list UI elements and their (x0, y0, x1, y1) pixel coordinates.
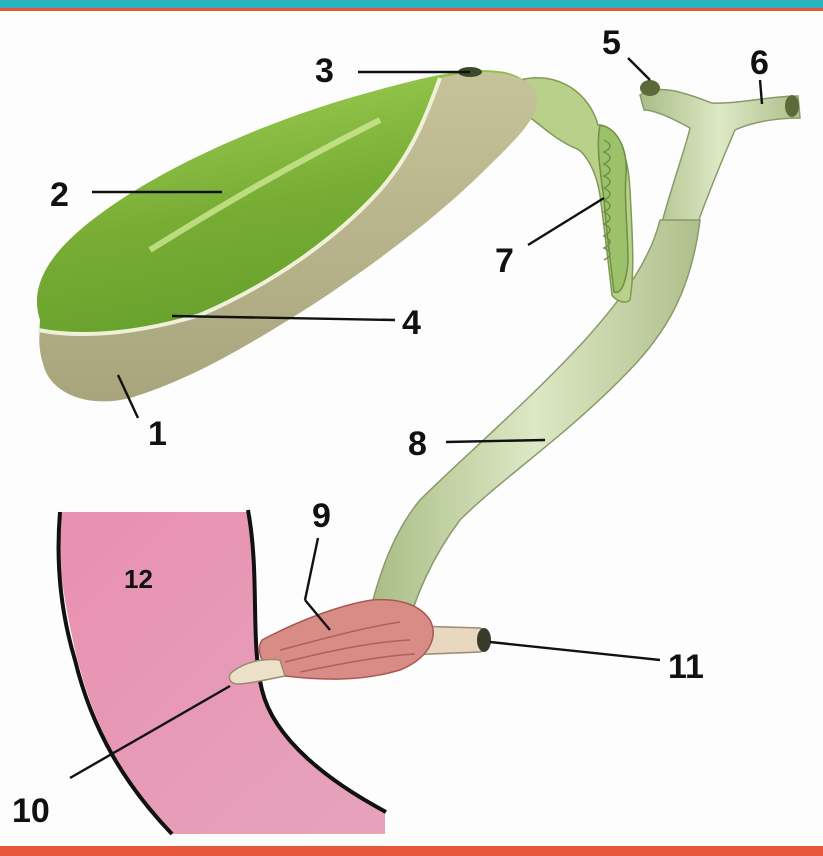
label-11: 11 (668, 648, 704, 686)
leader-11 (489, 640, 661, 662)
peritoneum-edge (37, 77, 442, 336)
gallbladder-peritoneal-surface (39, 72, 538, 402)
label-5: 5 (602, 24, 621, 62)
top-border-bar (0, 0, 823, 8)
hepatic-duct-branches (639, 88, 801, 231)
leader-9b (304, 599, 331, 631)
spiral-fold-texture (602, 139, 611, 261)
spiral-fold (597, 124, 629, 294)
leader-10 (69, 684, 231, 780)
gallbladder-highlight (148, 117, 382, 253)
label-8: 8 (408, 425, 427, 463)
leader-8 (445, 438, 546, 444)
label-6: 6 (750, 44, 769, 82)
label-4: 4 (402, 304, 421, 342)
duodenum-wall (58, 512, 386, 834)
ampulla-papilla (228, 658, 286, 685)
label-1: 1 (148, 415, 167, 453)
hepatic-duct-cut-left (640, 80, 660, 96)
leader-6 (758, 79, 764, 105)
hepatopancreatic-sphincter (258, 598, 434, 680)
top-border-accent (0, 8, 823, 11)
label-12: 12 (124, 564, 153, 594)
label-3: 3 (315, 52, 334, 90)
common-bile-duct (369, 219, 701, 621)
leader-4 (171, 314, 396, 322)
label-9: 9 (312, 497, 331, 535)
label-2: 2 (50, 176, 69, 214)
duodenum-outline-right (246, 509, 387, 814)
leader-1 (116, 374, 140, 419)
leader-5 (627, 57, 651, 81)
duodenum-outline-left (56, 511, 174, 836)
leader-7 (527, 196, 605, 247)
pancreatic-duct-cut (477, 628, 491, 652)
label-7: 7 (495, 242, 514, 280)
sphincter-fibers (279, 621, 416, 673)
bottom-border-bar (0, 846, 823, 856)
leader-9 (303, 537, 320, 601)
label-10: 10 (12, 792, 50, 830)
hepatic-duct-cut-right (785, 95, 799, 117)
